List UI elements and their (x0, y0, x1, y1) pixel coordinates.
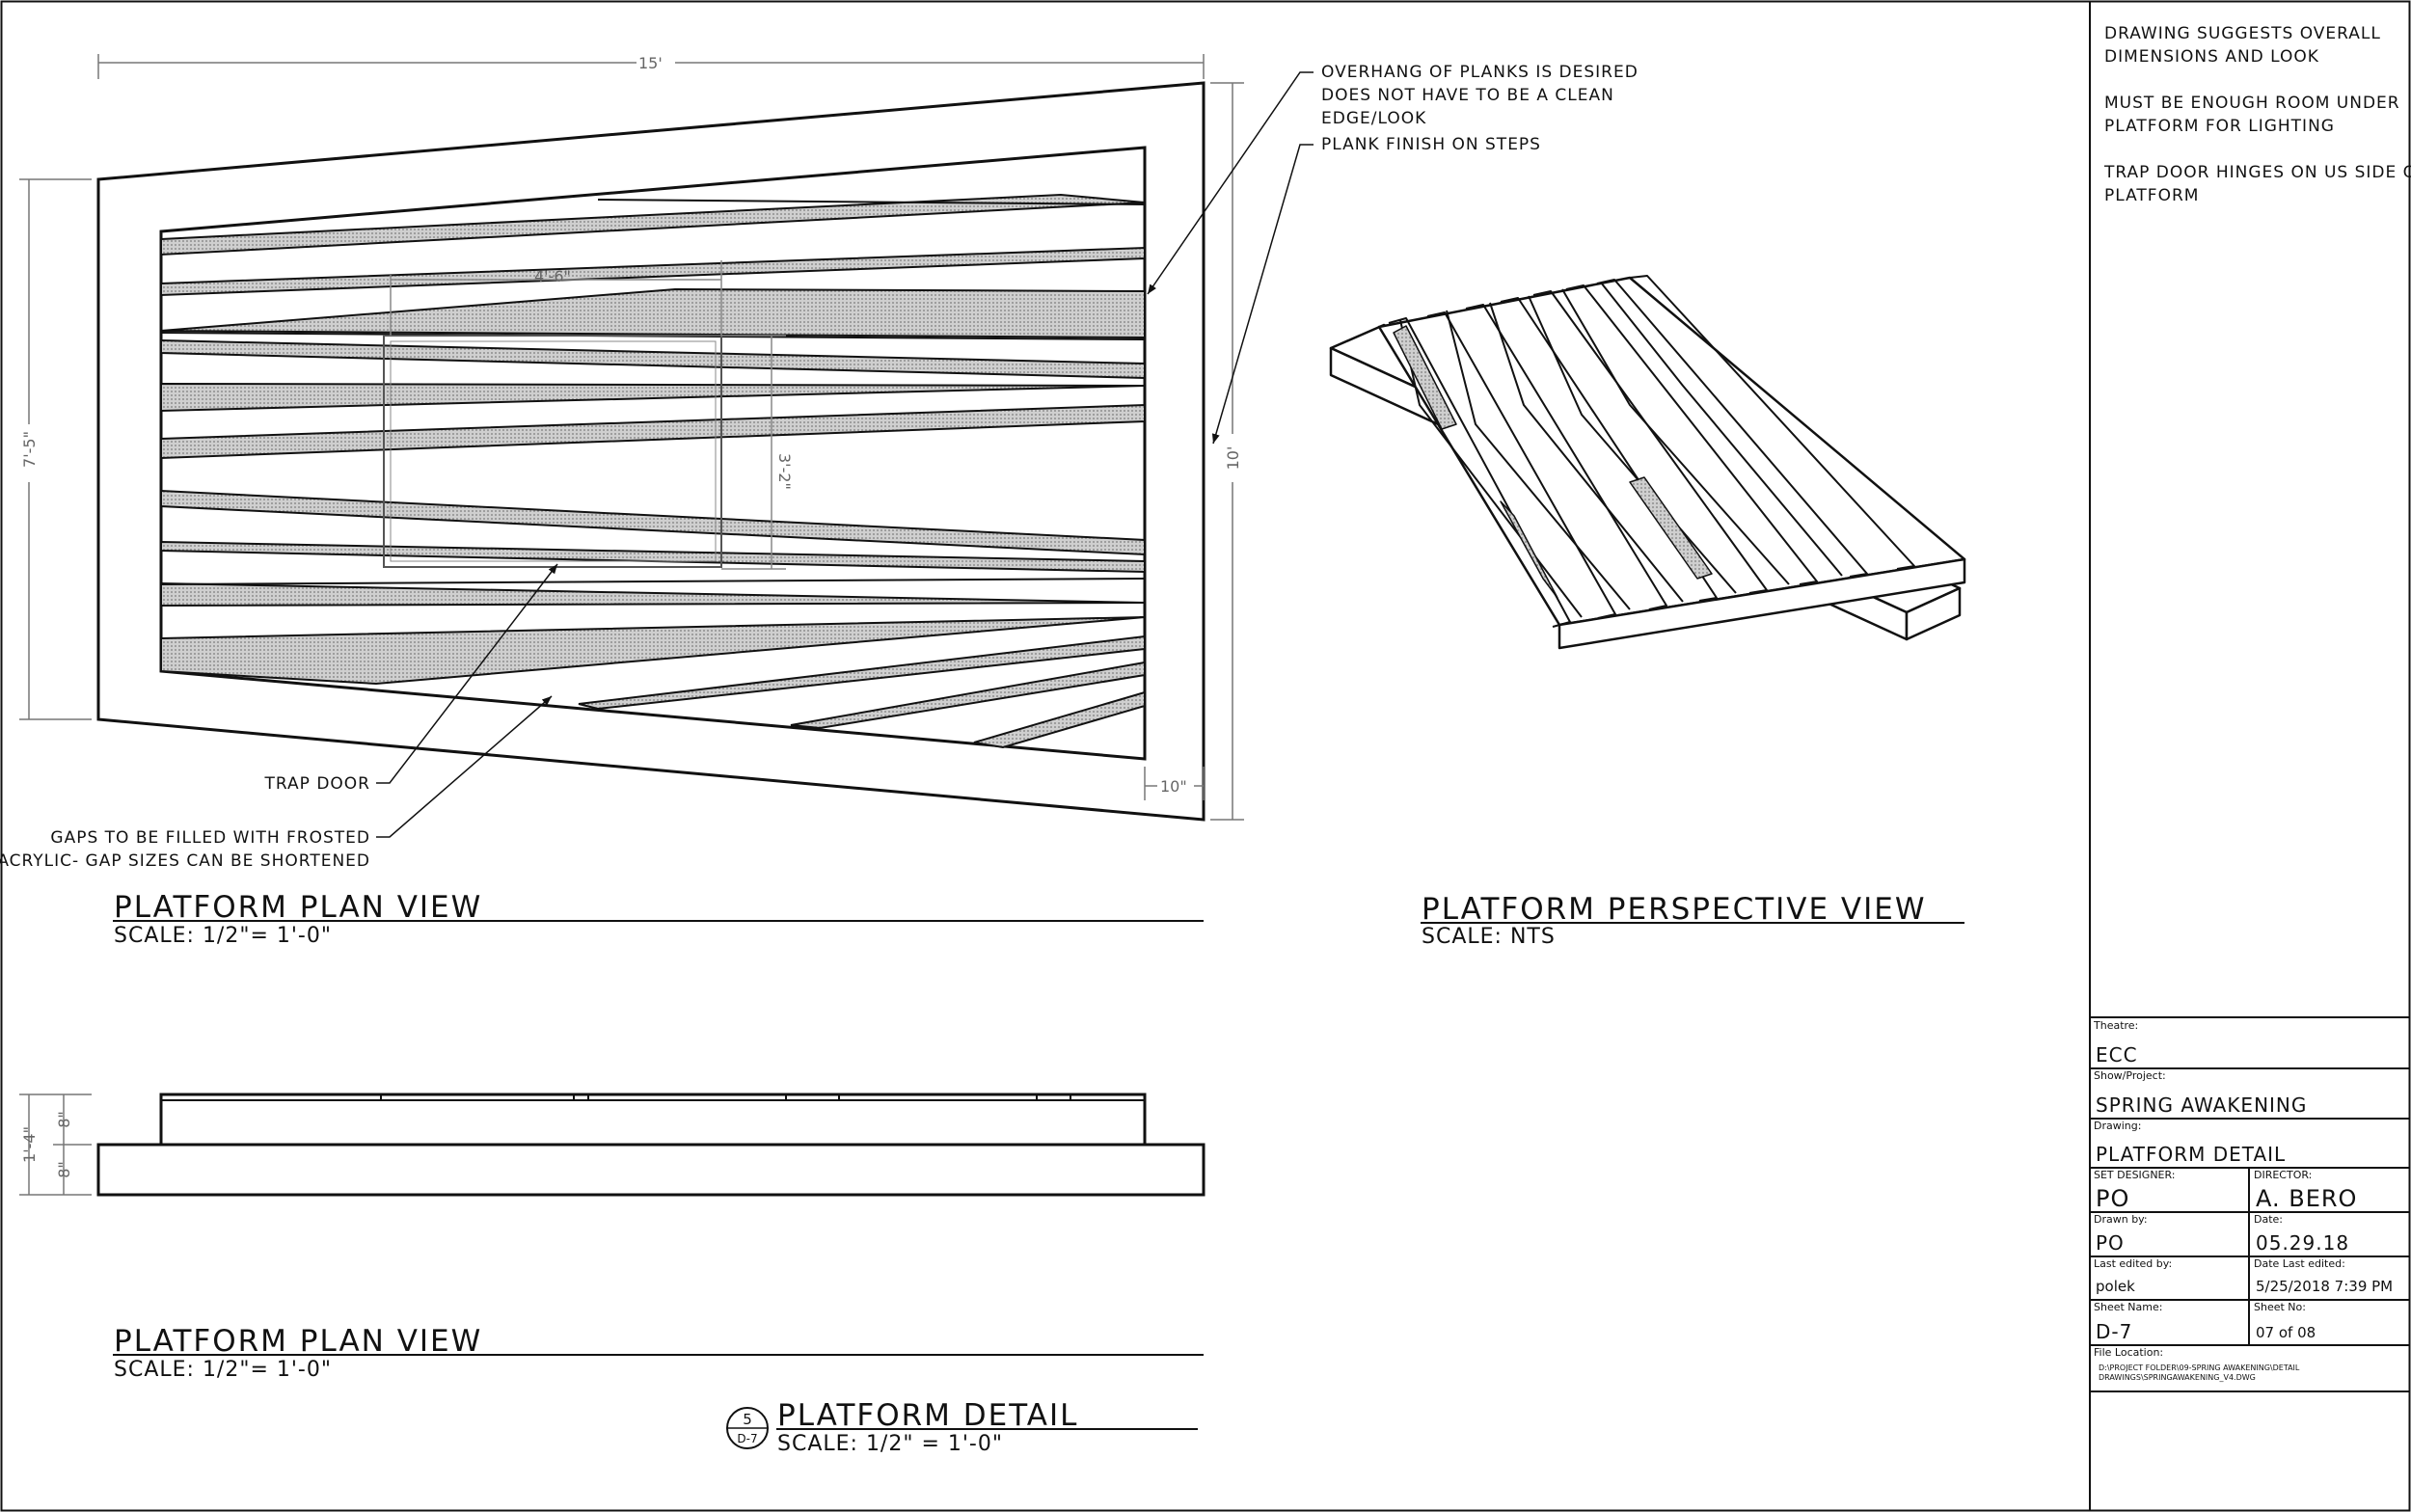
show-label-text: Show/Project: (2094, 1069, 2166, 1082)
file-location-2: DRAWINGS\SPRINGAWAKENING_V4.DWG (2099, 1373, 2256, 1382)
file-location-1: D:\PROJECT FOLDER\09-SPRING AWAKENING\DE… (2099, 1364, 2300, 1372)
date-label-text: Date: (2254, 1213, 2283, 1226)
drawing-value: PLATFORM DETAIL (2096, 1143, 2286, 1166)
theatre-value: ECC (2096, 1043, 2138, 1066)
perspective-view-scale: SCALE: NTS (1422, 925, 1556, 949)
director-value: A. BERO (2256, 1185, 2357, 1212)
detail-marker (726, 1407, 769, 1449)
last-edited-by-label-text: Last edited by: (2094, 1257, 2172, 1270)
gaps-note-1: GAPS TO BE FILLED WITH FROSTED (50, 828, 370, 848)
detail-sheet-ref: D-7 (737, 1432, 757, 1445)
detail-scale: SCALE: 1/2" = 1'-0" (777, 1432, 1003, 1456)
date-last-edited-value: 5/25/2018 7:39 PM (2256, 1278, 2393, 1295)
elevation-dimensions (19, 1094, 92, 1196)
offset-dim-10in: 10" (1160, 777, 1187, 796)
sheet-name-label-text: Sheet Name: (2094, 1301, 2162, 1313)
set-designer-value: PO (2096, 1185, 2129, 1212)
file-location-label-text: File Location: (2094, 1346, 2163, 1359)
title-block-text: Theatre: ECC Show/Project: SPRING AWAKEN… (2093, 1019, 2393, 1382)
callout-leaders (376, 71, 1314, 838)
depth-dim-10: 10' (1224, 446, 1242, 471)
last-edited-by-value: polek (2096, 1278, 2135, 1295)
elevation-view (96, 1093, 1206, 1197)
sheet-no-value: 07 of 08 (2256, 1324, 2316, 1341)
platform-outline (96, 81, 1206, 822)
elevation-view-scale: SCALE: 1/2"= 1'-0" (114, 1358, 332, 1382)
plan-view-title: PLATFORM PLAN VIEW (114, 890, 482, 925)
perspective-view (1329, 275, 1966, 650)
line2-text: DIMENSIONS AND LOOK (2104, 47, 2319, 67)
director-label-text: DIRECTOR: (2254, 1169, 2312, 1181)
line5-text: TRAP DOOR HINGES ON US SIDE OF (2103, 163, 2411, 182)
plank-finish-note: PLANK FINISH ON STEPS (1321, 135, 1541, 154)
overhang-note-3: EDGE/LOOK (1321, 109, 1426, 128)
plan-view: 4'-6" 3'-2" 15' 7'-5" 10' 10" (19, 54, 1244, 822)
overhang-note-1: OVERHANG OF PLANKS IS DESIRED (1321, 63, 1639, 82)
line4-text: PLATFORM FOR LIGHTING (2104, 117, 2335, 136)
overall-dimensions (19, 54, 1244, 821)
trap-dimensions (390, 260, 786, 570)
line6-text: PLATFORM (2104, 186, 2199, 205)
line1-text: DRAWING SUGGESTS OVERALL (2104, 24, 2381, 43)
platform-top-tier (159, 146, 1147, 761)
gaps-note-2: ACRYLIC- GAP SIZES CAN BE SHORTENED (0, 851, 370, 871)
trap-depth-dim: 3'-2" (775, 453, 794, 490)
elevation-view-title: PLATFORM PLAN VIEW (114, 1324, 482, 1359)
drawn-by-label-text: Drawn by: (2094, 1213, 2148, 1226)
drawing-label-text: Drawing: (2094, 1120, 2141, 1132)
plan-view-scale: SCALE: 1/2"= 1'-0" (114, 924, 332, 948)
sheet-no-label-text: Sheet No: (2254, 1301, 2306, 1313)
detail-number: 5 (743, 1411, 752, 1428)
sheet-name-value: D-7 (2096, 1320, 2132, 1343)
theatre-label-text: Theatre: (2093, 1019, 2138, 1032)
width-dim-15: 15' (638, 54, 663, 72)
perspective-view-title: PLATFORM PERSPECTIVE VIEW (1422, 892, 1927, 927)
elev-total-dim: 1'-4" (20, 1126, 39, 1163)
detail-title: PLATFORM DETAIL (777, 1398, 1078, 1433)
line3-text: MUST BE ENOUGH ROOM UNDER (2104, 94, 2400, 113)
elev-top-dim: 8" (55, 1111, 73, 1128)
drawn-by-value: PO (2096, 1231, 2125, 1255)
overhang-note-2: DOES NOT HAVE TO BE A CLEAN (1321, 86, 1614, 105)
trap-door (383, 335, 722, 568)
trap-door-note: TRAP DOOR (264, 774, 370, 794)
date-value: 05.29.18 (2256, 1231, 2349, 1255)
trap-width-dim: 4'-6" (534, 267, 571, 285)
general-notes: DRAWING SUGGESTS OVERALL DIMENSIONS AND … (2103, 24, 2411, 205)
height-dim-7-5: 7'-5" (20, 431, 39, 468)
elev-bottom-dim: 8" (55, 1161, 73, 1178)
plank-gaps (160, 193, 1146, 749)
date-last-edited-label-text: Date Last edited: (2254, 1257, 2345, 1270)
title-block (2090, 1016, 2409, 1392)
show-value: SPRING AWAKENING (2096, 1094, 2307, 1117)
set-designer-label-text: SET DESIGNER: (2094, 1169, 2176, 1181)
